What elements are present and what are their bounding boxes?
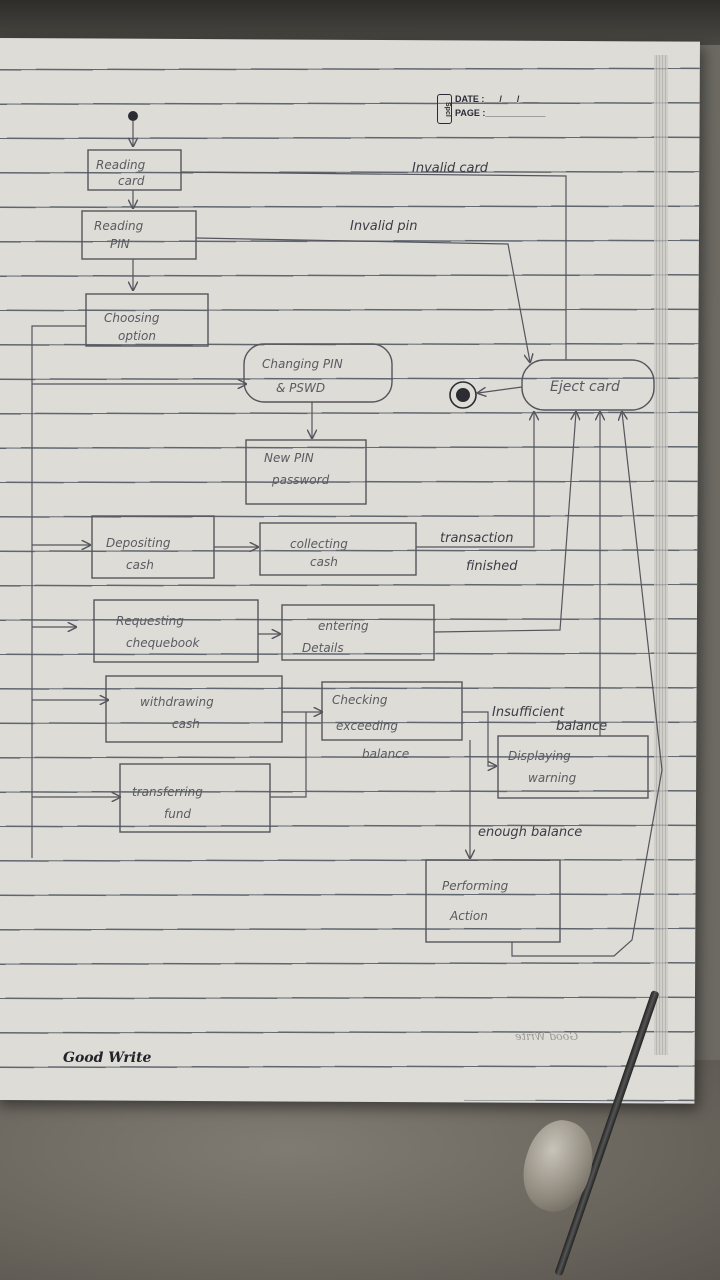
end-node-core xyxy=(456,388,470,402)
background-top xyxy=(0,0,720,45)
node-changing-pin xyxy=(243,343,393,403)
label-choosing-1: Choosing xyxy=(104,311,160,325)
edge-details-to-eject xyxy=(433,412,576,633)
end-node-ring xyxy=(449,381,477,409)
date-field: DATE :___/___/____ xyxy=(455,94,540,104)
node-reading-pin xyxy=(81,210,197,260)
label-warning-1: Displaying xyxy=(508,749,571,763)
edge-insufficient-balance xyxy=(462,711,496,766)
label-new-pin-2: password xyxy=(271,473,330,487)
label-depositing-2: cash xyxy=(126,558,154,572)
label-collecting-2: cash xyxy=(310,555,338,569)
label-reading-card-2: card xyxy=(118,174,145,188)
label-reading-card-1: Reading xyxy=(96,158,146,172)
label-performing-1: Performing xyxy=(442,879,509,893)
page-edge xyxy=(654,55,668,1055)
label-details-2: Details xyxy=(302,641,344,655)
edge-label-invalid-pin: Invalid pin xyxy=(350,219,417,234)
node-checking-balance xyxy=(321,681,463,741)
label-withdrawing-2: cash xyxy=(172,717,200,731)
edge-label-insufficient-1: Insufficient xyxy=(492,705,565,720)
label-collecting-1: collecting xyxy=(290,537,348,551)
edge-invalid-pin xyxy=(195,237,530,362)
edge-label-invalid-card: Invalid card xyxy=(412,161,489,176)
node-eject-card xyxy=(521,359,655,411)
label-checking-3: balance xyxy=(362,747,409,761)
node-displaying-warning xyxy=(497,735,649,799)
label-reading-pin-1: Reading xyxy=(94,219,144,233)
edge-eject-to-end xyxy=(478,386,523,393)
label-details-1: entering xyxy=(318,619,369,633)
edge-label-insufficient-2: balance xyxy=(556,719,607,734)
node-transferring-fund xyxy=(119,763,271,833)
label-withdrawing-1: withdrawing xyxy=(140,695,214,709)
node-new-pin xyxy=(245,439,367,505)
edge-collecting-to-eject xyxy=(416,412,534,548)
date-page-header: DATE :___/___/____ PAGE :____________ xyxy=(455,92,545,120)
label-warning-2: warning xyxy=(528,771,577,785)
label-checking-1: Checking xyxy=(332,693,388,707)
label-new-pin-1: New PIN xyxy=(264,451,314,465)
edge-options-fork xyxy=(31,325,86,858)
page-field: PAGE :____________ xyxy=(455,108,546,118)
node-withdrawing-cash xyxy=(105,675,283,743)
node-choosing-option xyxy=(85,293,209,347)
label-choosing-2: option xyxy=(118,329,156,343)
edge-action-to-eject xyxy=(511,412,663,957)
node-reading-card xyxy=(87,149,182,191)
label-performing-2: Action xyxy=(449,909,488,923)
edge-invalid-card xyxy=(180,171,567,360)
label-eject-card: Eject card xyxy=(550,379,620,395)
label-reading-pin-2: PIN xyxy=(110,237,130,251)
node-collecting-cash xyxy=(259,522,417,576)
node-performing-action xyxy=(425,859,561,943)
edge-label-enough-balance: enough balance xyxy=(478,825,582,840)
label-requesting-2: chequebook xyxy=(126,636,200,650)
label-depositing-1: Depositing xyxy=(106,536,171,550)
label-requesting-1: Requesting xyxy=(116,614,184,628)
node-entering-details xyxy=(281,604,435,661)
label-transferring-1: transferring xyxy=(132,785,203,799)
edge-label-transaction-1: transaction xyxy=(440,531,513,546)
footer-brand: Good Write xyxy=(63,1050,152,1066)
label-changing-pin-2: & PSWD xyxy=(276,381,325,395)
label-transferring-2: fund xyxy=(164,807,191,821)
label-checking-2: exceeding xyxy=(336,719,398,733)
node-requesting-chequebook xyxy=(93,599,259,663)
label-changing-pin-1: Changing PIN xyxy=(262,357,343,371)
start-node xyxy=(128,111,138,121)
header-brand-badge: Spcl xyxy=(437,94,452,124)
edge-label-transaction-2: finished xyxy=(466,559,518,574)
edge-transferring-to-checking xyxy=(270,712,307,798)
